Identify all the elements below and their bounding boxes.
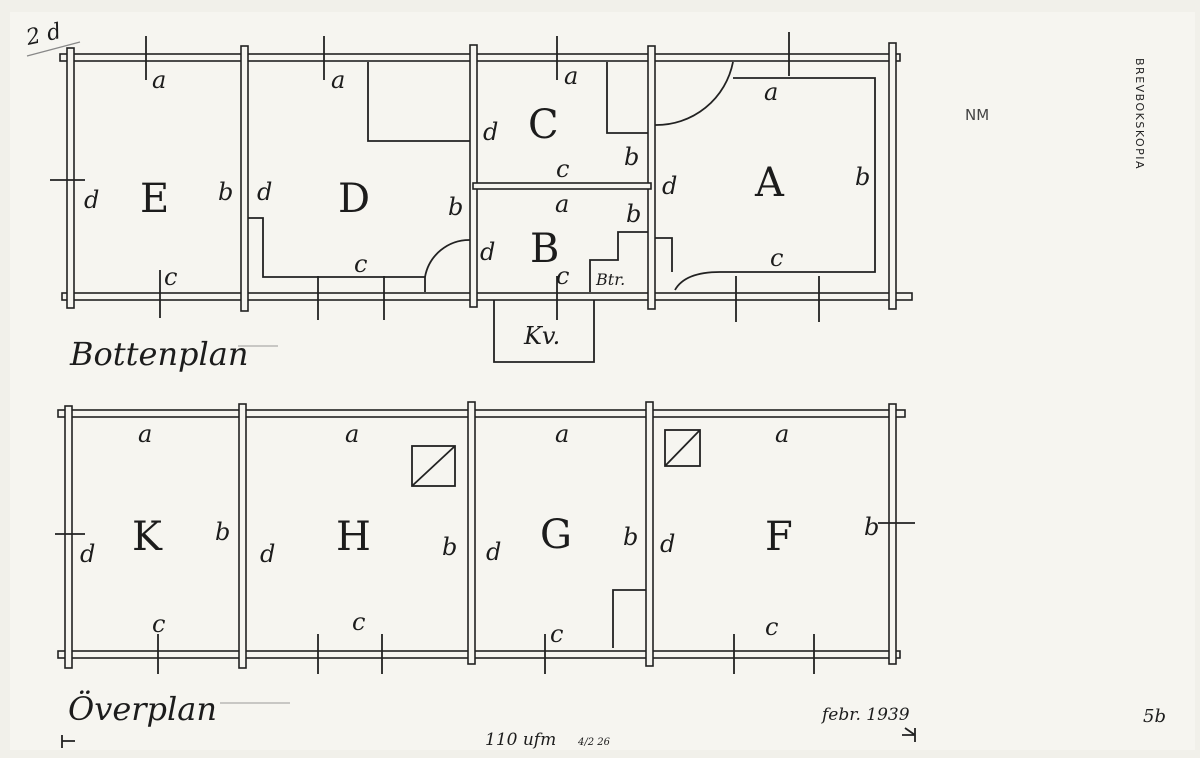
paper xyxy=(10,12,1195,750)
wall-label: c xyxy=(770,244,783,272)
wall-label: b xyxy=(626,200,641,228)
wall-label: a xyxy=(764,78,778,106)
room-label-btr: Btr. xyxy=(595,270,625,289)
wall-label: c xyxy=(352,608,365,636)
wall-label: c xyxy=(164,263,177,291)
wall-label: b xyxy=(442,533,457,561)
stamp-brevbokskopia: BREVBOKSKOPIA xyxy=(1133,58,1146,170)
wall-label: b xyxy=(864,513,879,541)
room-label: G xyxy=(540,512,572,558)
room-label: B xyxy=(530,226,559,272)
right-arrow-mark xyxy=(902,727,916,742)
archive-note: 110 ufm xyxy=(485,730,556,750)
left-arrow-mark xyxy=(61,735,75,748)
wall-label: c xyxy=(556,262,569,290)
bottenplan-wall-labels: a d b c a d b c a d c a d c b b a d b c xyxy=(84,62,870,291)
page-mark: 5b xyxy=(1143,706,1166,727)
wall-label: d xyxy=(480,238,495,266)
wall-label: a xyxy=(138,420,152,448)
date-note: febr. 1939 xyxy=(820,705,910,725)
wall-label: c xyxy=(152,610,165,638)
wall-label: c xyxy=(354,250,367,278)
wall-label: d xyxy=(660,530,675,558)
wall-label: a xyxy=(152,66,166,94)
wall-label: b xyxy=(448,193,463,221)
room-label: E xyxy=(140,176,169,222)
wall-label: d xyxy=(80,540,95,568)
bottenplan-title: Bottenplan xyxy=(69,335,248,373)
wall-label: c xyxy=(765,613,778,641)
room-label: C xyxy=(528,102,559,148)
room-label: H xyxy=(336,514,371,560)
wall-label: b xyxy=(855,163,870,191)
wall-label: d xyxy=(486,538,501,566)
room-label: K xyxy=(132,514,163,560)
overplan-wall-labels: a d b c a d b c a d b c a d b c xyxy=(80,420,879,648)
overplan-rooms: K H G F xyxy=(132,512,793,560)
wall-label: c xyxy=(556,155,569,183)
bottenplan-walls xyxy=(50,32,913,363)
wall-label: a xyxy=(564,62,578,90)
corner-note: 2 d xyxy=(23,19,63,51)
wall-label: a xyxy=(345,420,359,448)
wall-label: a xyxy=(555,420,569,448)
wall-label: a xyxy=(775,420,789,448)
room-label-kv: Kv. xyxy=(523,322,560,350)
wall-label: c xyxy=(550,620,563,648)
wall-label: a xyxy=(331,66,345,94)
wall-label: b xyxy=(623,523,638,551)
initials: NM xyxy=(965,106,989,124)
room-label: A xyxy=(754,160,785,206)
wall-label: b xyxy=(215,518,230,546)
wall-label: b xyxy=(624,143,639,171)
wall-label: d xyxy=(257,178,272,206)
overplan-title: Överplan xyxy=(68,690,217,728)
corner-underline xyxy=(26,41,81,57)
wall-label: d xyxy=(260,540,275,568)
overplan-walls xyxy=(55,401,915,674)
wall-label: d xyxy=(662,172,677,200)
bottenplan-rooms: E D C B A Kv. Btr. xyxy=(140,102,785,350)
wall-label: a xyxy=(555,190,569,218)
wall-label: d xyxy=(483,118,498,146)
room-label: D xyxy=(338,176,370,222)
room-label: F xyxy=(765,514,793,560)
wall-label: b xyxy=(218,178,233,206)
wall-label: d xyxy=(84,186,99,214)
archive-date: 4/2 26 xyxy=(577,737,611,748)
